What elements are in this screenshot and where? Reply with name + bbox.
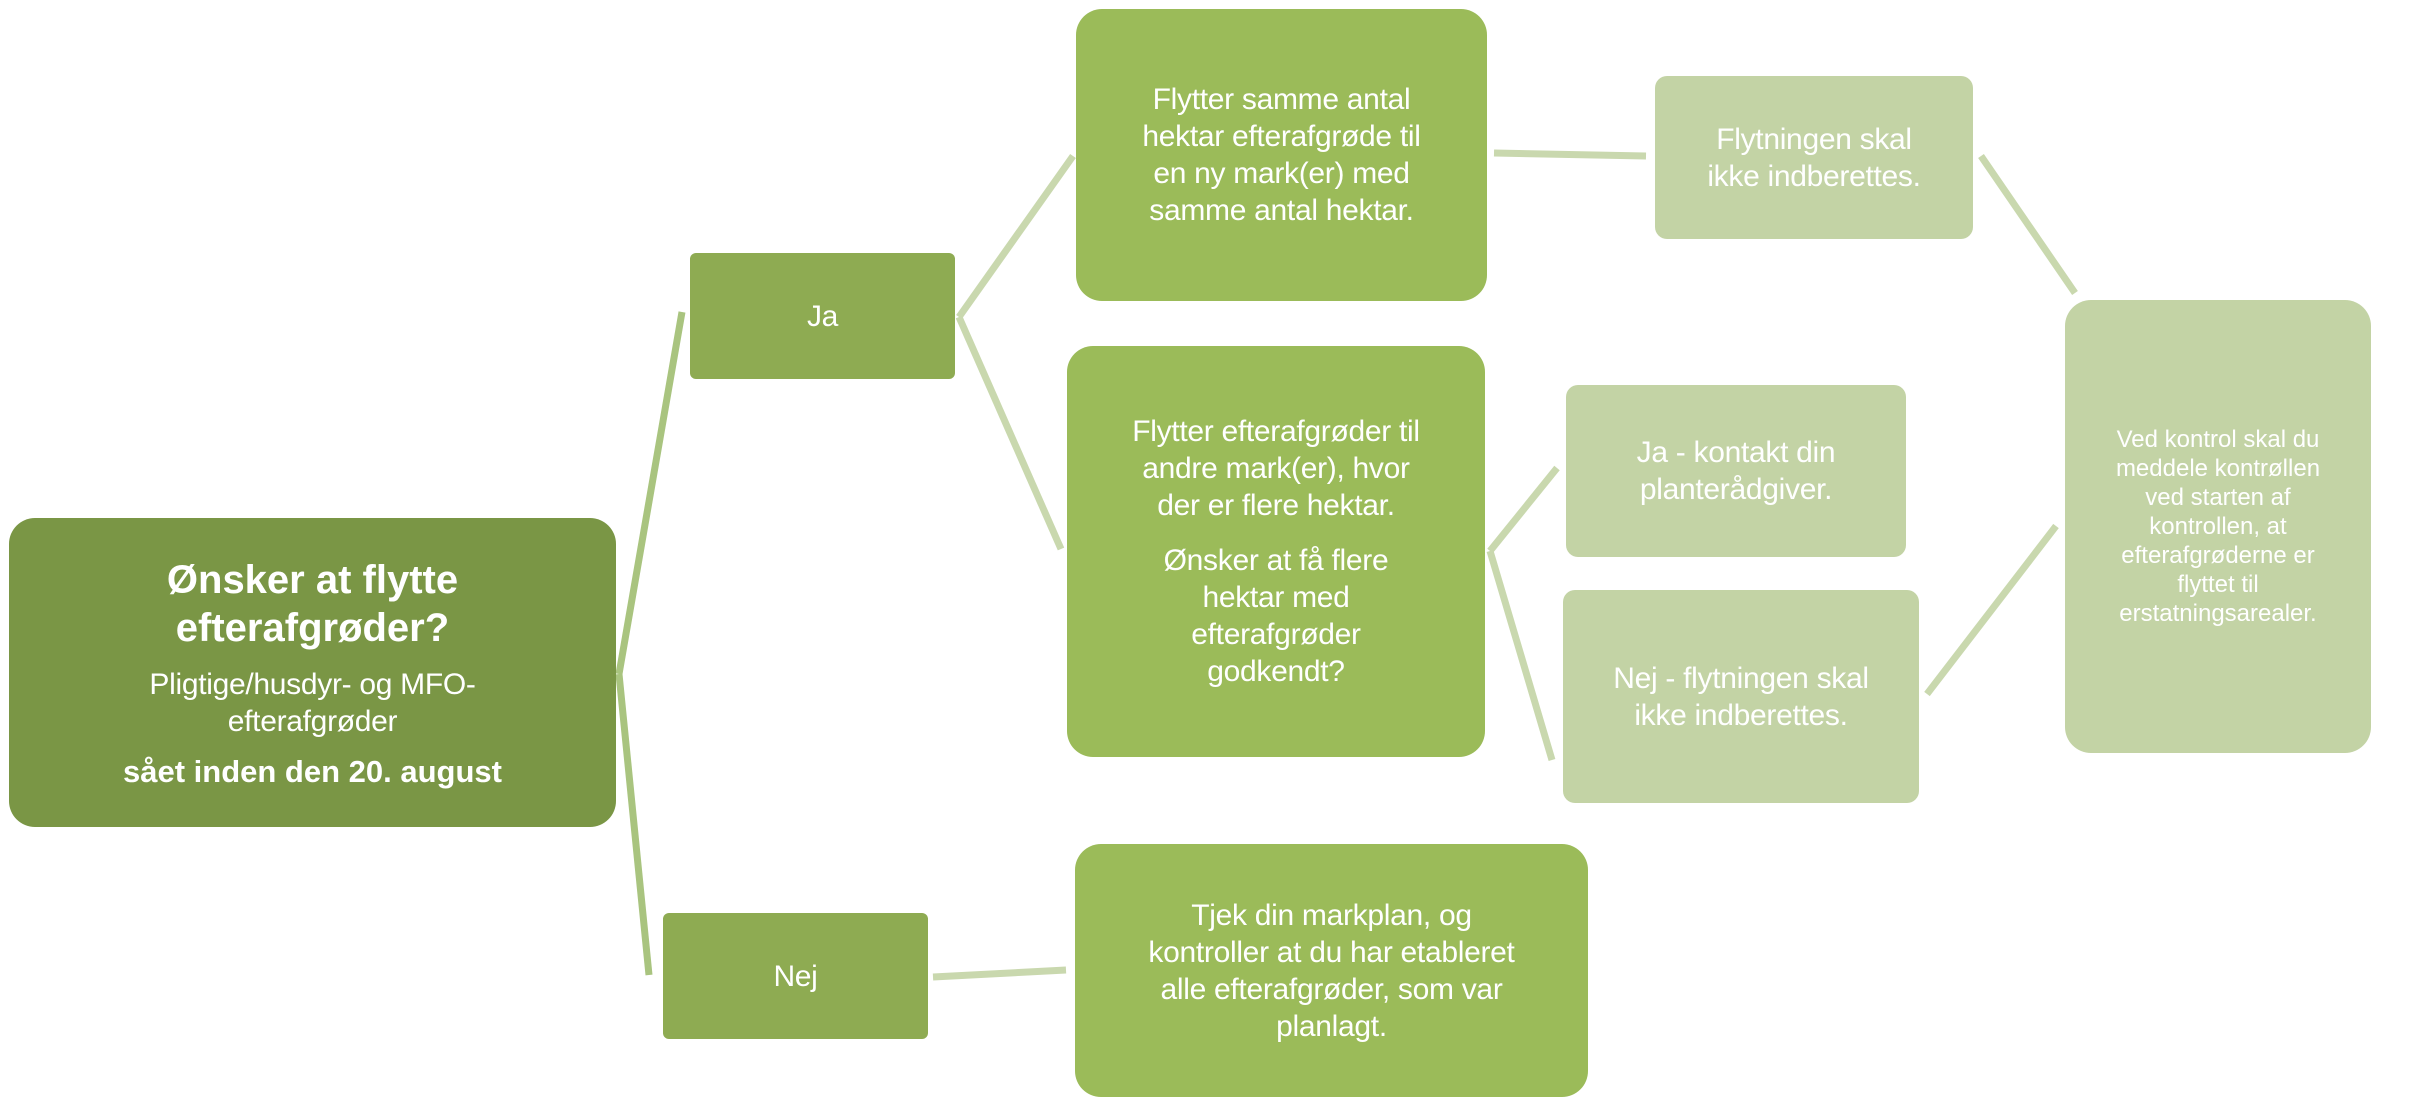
- connector-root-no: [615, 673, 653, 976]
- root-title-line: efterafgrøder?: [175, 605, 450, 650]
- more-area-line: andre mark(er), hvor: [1142, 452, 1410, 485]
- contact-line: Ja - kontakt din: [1636, 436, 1836, 469]
- contact-advisor-box: Ja - kontakt din planterådgiver.: [1566, 385, 1906, 557]
- not-reported-line: ikke indberettes.: [1707, 159, 1921, 193]
- more-area-line: Flytter efterafgrøder til: [1132, 415, 1420, 448]
- no-result-line: kontroller at du har etableret: [1148, 935, 1515, 969]
- control-line: kontrollen, at: [2149, 513, 2287, 540]
- connector-root-yes: [615, 311, 686, 675]
- more-area-question-line: godkendt?: [1207, 655, 1345, 688]
- root-question-box: Ønsker at flytte efterafgrøder? Pligtige…: [9, 518, 616, 827]
- no-box: Nej: [663, 913, 928, 1039]
- yes-box: Ja: [690, 253, 955, 379]
- same-area-line: samme antal hektar.: [1149, 194, 1414, 227]
- root-subtitle-line: Pligtige/husdyr- og MFO-: [149, 667, 476, 701]
- connector-same-notreported: [1493, 149, 1647, 160]
- no-label: Nej: [773, 959, 818, 993]
- same-area-line: hektar efterafgrøde til: [1142, 120, 1421, 153]
- connector-more-contact: [1487, 465, 1560, 554]
- no-result-line: alle efterafgrøder, som var: [1160, 972, 1503, 1006]
- not-reported-line: Flytningen skal: [1716, 122, 1912, 156]
- same-area-line: en ny mark(er) med: [1153, 157, 1410, 190]
- control-line: flyttet til: [2177, 571, 2259, 598]
- root-footer: sået inden den 20. august: [123, 753, 502, 789]
- connector-no-result: [932, 966, 1067, 981]
- more-area-question-line: efterafgrøder: [1191, 618, 1361, 651]
- same-area-box: Flytter samme antal hektar efterafgrøde …: [1076, 9, 1487, 301]
- more-area-question-line: hektar med: [1202, 581, 1350, 614]
- no-result-line: Tjek din markplan, og: [1191, 898, 1472, 932]
- no-report-line: ikke indberettes.: [1634, 698, 1848, 732]
- connector-yes-more: [955, 315, 1065, 551]
- control-line: Ved kontrol skal du: [2116, 426, 2320, 453]
- not-reported-box: Flytningen skal ikke indberettes.: [1655, 76, 1973, 239]
- connector-more-noreport: [1486, 550, 1556, 761]
- no-result-line: planlagt.: [1276, 1009, 1387, 1043]
- more-area-line: der er flere hektar.: [1157, 489, 1395, 522]
- control-box: Ved kontrol skal du meddele kontrøllen v…: [2065, 300, 2371, 753]
- more-area-question-line: Ønsker at få flere: [1163, 544, 1389, 577]
- more-area-box: Flytter efterafgrøder til andre mark(er)…: [1067, 346, 1485, 757]
- yes-label: Ja: [806, 299, 839, 333]
- control-line: erstatningsarealer.: [2119, 600, 2317, 627]
- no-report-line: Nej - flytningen skal: [1613, 661, 1869, 695]
- root-subtitle-line: efterafgrøder: [227, 704, 398, 738]
- same-area-line: Flytter samme antal: [1152, 83, 1411, 116]
- control-line: ved starten af: [2145, 484, 2291, 511]
- control-line: meddele kontrøllen: [2115, 455, 2321, 482]
- connector-notreported-control: [1978, 154, 2078, 295]
- no-report-box: Nej - flytningen skal ikke indberettes.: [1563, 590, 1919, 803]
- connector-yes-same: [956, 153, 1076, 320]
- control-line: efterafgrøderne er: [2121, 542, 2315, 569]
- contact-line: planterådgiver.: [1639, 473, 1833, 506]
- connector-noreport-control: [1924, 523, 2059, 697]
- root-title-line: Ønsker at flytte: [166, 557, 459, 602]
- no-result-box: Tjek din markplan, og kontroller at du h…: [1075, 844, 1588, 1097]
